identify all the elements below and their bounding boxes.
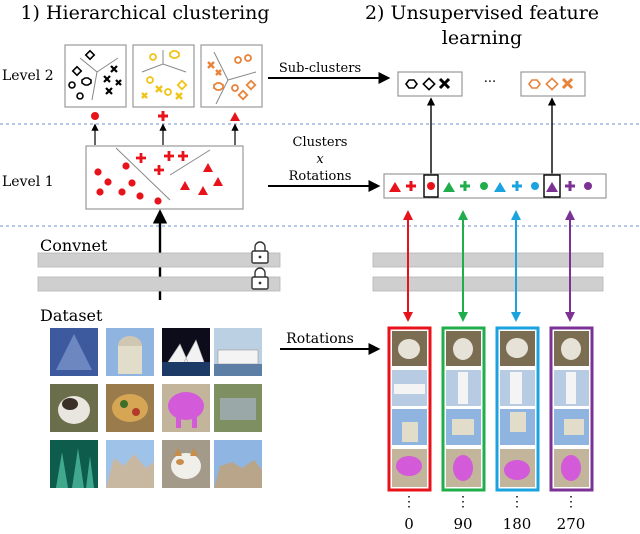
marker-red-plus	[158, 111, 168, 121]
level2-box-black	[64, 44, 127, 108]
times-label: x	[316, 152, 324, 167]
marker-red-triangle	[230, 112, 240, 121]
convnet-layer-right-1	[372, 252, 604, 268]
angle-label-270: 270	[557, 515, 586, 533]
vdots-180: ⋮	[510, 494, 524, 510]
rotation-column-0	[387, 326, 432, 492]
convnet-layer-left-1	[37, 252, 281, 268]
heading-hierarchical-clustering: 1) Hierarchical clustering	[20, 2, 269, 24]
rotation-column-180	[495, 326, 540, 492]
subcluster-box-orange	[520, 71, 586, 97]
lock-icon	[251, 267, 269, 290]
clusters-label: Clusters	[293, 135, 348, 150]
level-1-label: Level 1	[2, 174, 54, 190]
angle-label-0: 0	[404, 515, 414, 533]
dataset-grid	[50, 328, 262, 488]
vdots-270: ⋮	[564, 494, 578, 510]
lock-icon	[251, 241, 269, 264]
vdots-0: ⋮	[402, 494, 416, 510]
dataset-label: Dataset	[40, 306, 103, 325]
class-bar	[383, 173, 607, 199]
convnet-layer-right-2	[372, 276, 604, 292]
marker-red-circle	[91, 112, 99, 120]
heading-unsupervised-line1: 2) Unsupervised feature	[365, 2, 599, 24]
angle-label-180: 180	[503, 515, 532, 533]
rotations-label-bottom: Rotations	[286, 331, 354, 347]
rotations-label-top: Rotations	[289, 169, 352, 184]
heading-unsupervised-line2: learning	[442, 27, 522, 49]
subcluster-ellipsis: ...	[484, 71, 496, 86]
level2-box-orange	[200, 44, 263, 108]
rotation-column-90	[441, 326, 486, 492]
convnet-label: Convnet	[40, 236, 108, 255]
convnet-layer-left-2	[37, 276, 281, 292]
subcluster-box-black	[397, 71, 463, 97]
level2-box-yellow	[132, 44, 195, 108]
level-2-label: Level 2	[2, 68, 54, 84]
angle-label-90: 90	[453, 515, 472, 533]
rotation-column-270	[549, 326, 594, 492]
level1-box	[85, 145, 244, 210]
vdots-90: ⋮	[456, 494, 470, 510]
subclusters-label: Sub-clusters	[279, 61, 361, 76]
